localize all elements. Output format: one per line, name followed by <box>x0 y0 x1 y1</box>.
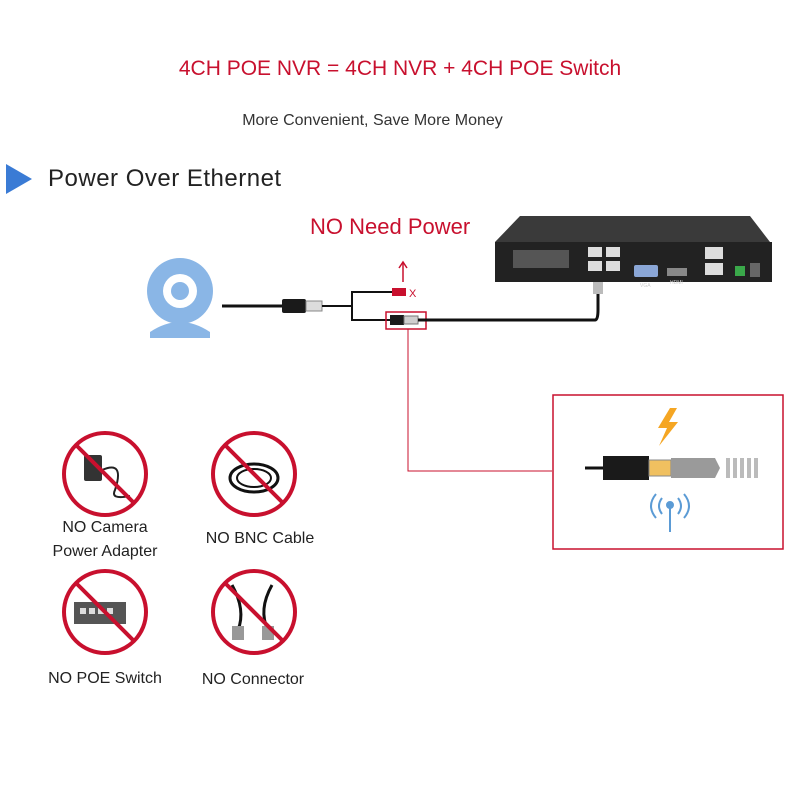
ethernet-plug-pins <box>726 458 758 478</box>
ethernet-branch <box>385 282 603 330</box>
section-title: Power Over Ethernet <box>48 165 282 192</box>
no-connector-label: NO Connector <box>201 671 305 688</box>
power-branch-plug <box>392 260 408 296</box>
camera-cable <box>222 291 392 321</box>
signal-antenna-icon <box>650 493 690 532</box>
lightning-bolt-icon <box>658 408 678 446</box>
headline: 4CH POE NVR = 4CH NVR + 4CH POE Switch <box>178 57 622 80</box>
no-bnc-cable-icon <box>211 431 297 517</box>
callout-line <box>407 329 552 472</box>
section-arrow-icon <box>6 164 32 194</box>
vga-label: VGA <box>640 283 651 289</box>
no-poe-switch-icon <box>62 569 148 655</box>
no-power-adapter-icon <box>62 431 148 517</box>
no-need-power-label: NO Need Power <box>310 214 471 239</box>
subheadline: More Convenient, Save More Money <box>242 112 503 129</box>
no-camera-power-adapter-label: NO Camera Power Adapter <box>52 519 158 560</box>
no-bnc-cable-label: NO BNC Cable <box>205 530 315 547</box>
camera-icon <box>147 258 213 338</box>
hdmi-label: HDMI <box>670 280 683 286</box>
nvr-device: VGA HDMI <box>495 216 772 289</box>
no-connector-icon <box>211 569 297 655</box>
no-poe-switch-label: NO POE Switch <box>48 670 162 687</box>
x-mark: X <box>409 288 417 300</box>
poe-detail-box <box>552 394 784 550</box>
